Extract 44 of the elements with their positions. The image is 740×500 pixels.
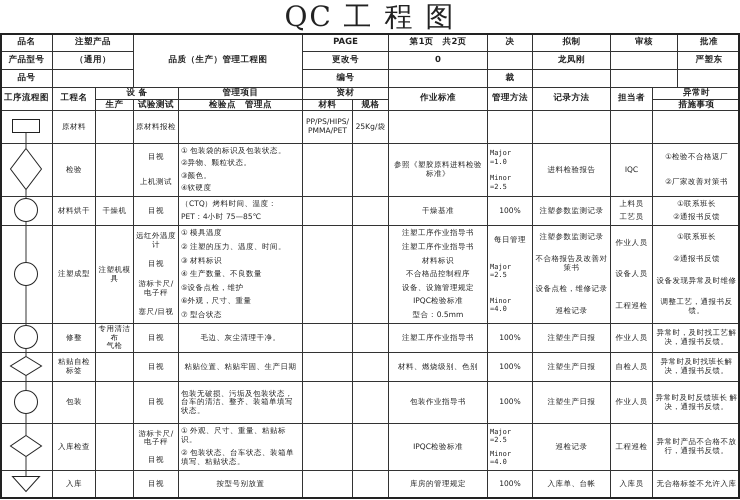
column-header: 检验点 管理点 — [209, 101, 272, 111]
column-header: 措施事项 — [678, 101, 714, 111]
header-label: 拟制 — [562, 38, 580, 48]
header-label: 裁 — [506, 74, 514, 84]
storage-triangle — [12, 476, 40, 492]
signature-name: 严塑东 — [696, 56, 722, 66]
column-header: 异常时 — [683, 89, 710, 99]
header-label: PAGE — [333, 38, 358, 48]
page-number: 第1页 共2页 — [410, 38, 466, 48]
column-header: 作业标准 — [420, 94, 456, 104]
header-value: （通用） — [75, 56, 111, 66]
operation-circle — [14, 262, 38, 286]
header-label: 品号 — [18, 74, 36, 84]
header-value: 注塑产品 — [75, 38, 111, 48]
header-label: 审核 — [635, 38, 653, 48]
header-label: 品名 — [18, 38, 36, 48]
header-label: 决 — [506, 38, 514, 48]
process-box — [12, 119, 40, 133]
header-label: 更改号 — [332, 56, 359, 66]
inspection-diamond — [10, 356, 42, 376]
column-header: 记录方法 — [554, 94, 590, 104]
header-value: 0 — [435, 56, 441, 66]
operation-circle — [14, 325, 38, 349]
signature-name: 龙凤刚 — [558, 56, 585, 66]
column-header: 规格 — [362, 101, 380, 111]
column-header: 材料 — [318, 101, 336, 111]
column-header: 生产 — [106, 101, 124, 111]
column-header: 担当者 — [618, 94, 645, 104]
inspection-diamond — [10, 148, 42, 190]
column-header: 工程名 — [60, 94, 88, 104]
header-label: 批准 — [700, 38, 718, 48]
title: QC 工 程 图 — [283, 0, 457, 33]
column-header: 管理项目 — [222, 89, 258, 99]
header-label: 产品型号 — [8, 56, 44, 66]
column-header: 工序流程图 — [4, 94, 49, 104]
column-header: 试验测试 — [138, 101, 174, 111]
inspection-diamond — [10, 435, 42, 457]
form-heading: 品质（生产）管理工程图 — [168, 56, 268, 66]
column-header: 设 备 — [126, 89, 148, 99]
header-label: 编号 — [336, 74, 354, 84]
operation-circle — [14, 198, 38, 222]
column-header: 管理方法 — [492, 94, 528, 104]
operation-circle — [14, 390, 38, 414]
column-header: 资材 — [336, 89, 354, 99]
